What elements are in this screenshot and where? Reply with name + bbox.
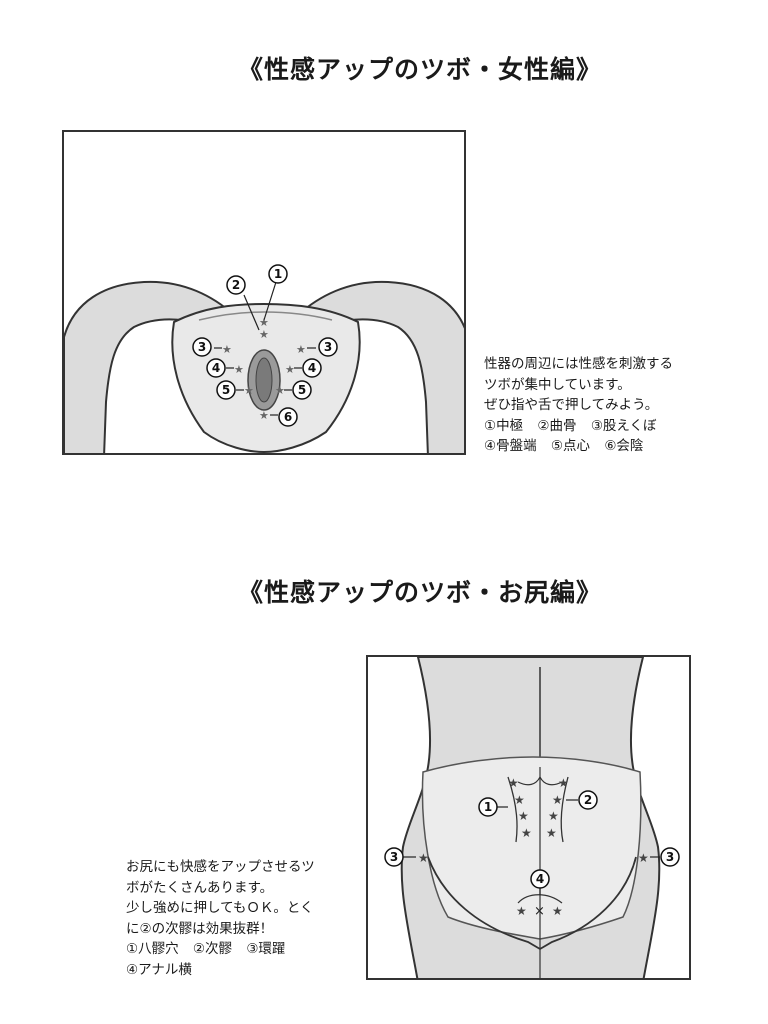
svg-text:6: 6 <box>284 410 292 424</box>
star-marker: ★ <box>285 363 295 376</box>
point-item: ⑤点心 <box>550 438 591 454</box>
caption-line: ツボが集中しています。 <box>484 376 631 393</box>
female-illustration: ★ ★ ★ ★ ★ ★ ★ ★ ★ 1 2 <box>62 130 466 455</box>
points-row-1: ①八髎穴 ②次髎 ③環躍 <box>126 939 315 960</box>
label-5-left-marker: 5 <box>216 380 236 400</box>
star-marker: ★ <box>546 826 557 840</box>
star-marker: ★ <box>508 776 519 790</box>
star-marker: ★ <box>259 328 269 341</box>
label-3-right-marker: 3 <box>660 847 680 867</box>
point-item: ⑥会陰 <box>604 438 644 454</box>
star-marker: ★ <box>418 851 429 865</box>
label-5-right-marker: 5 <box>292 380 312 400</box>
star-marker: ★ <box>244 384 254 397</box>
svg-text:2: 2 <box>584 793 592 807</box>
hip-section-title: 《性感アップのツボ・お尻編》 <box>238 578 603 607</box>
svg-text:1: 1 <box>274 267 282 281</box>
label-1-marker: 1 <box>268 264 288 284</box>
label-2-marker: 2 <box>226 275 246 295</box>
star-marker: ★ <box>234 363 244 376</box>
label-1-marker: 1 <box>478 797 498 817</box>
label-2-marker: 2 <box>578 790 598 810</box>
caption-line: ボがたくさんあります。 <box>126 879 274 896</box>
caption-line: お尻にも快感をアップさせるツ <box>126 859 315 875</box>
points-row-1: ①中極 ②曲骨 ③股えくぼ <box>484 416 673 437</box>
svg-text:3: 3 <box>666 850 674 864</box>
point-item: ②曲骨 <box>537 417 577 434</box>
point-item: ④骨盤端 <box>484 438 537 454</box>
point-item: ④アナル横 <box>126 961 192 978</box>
star-marker: ★ <box>259 409 269 422</box>
star-marker: ★ <box>275 384 285 397</box>
svg-text:5: 5 <box>222 383 230 397</box>
caption-line: ぜひ指や舌で押してみよう。 <box>484 397 659 413</box>
female-caption: 性器の周辺には性感を刺激する ツボが集中しています。 ぜひ指や舌で押してみよう。… <box>484 354 673 457</box>
svg-text:3: 3 <box>198 340 206 354</box>
cross-mark: × <box>534 904 545 919</box>
caption-line: に②の次髎は効果抜群！ <box>126 920 274 937</box>
point-item: ②次髎 <box>192 941 233 957</box>
label-4-marker: 4 <box>530 869 550 889</box>
star-marker: ★ <box>552 793 563 807</box>
female-acupoint-diagram: ★ ★ ★ ★ ★ ★ ★ ★ ★ 1 2 <box>64 264 464 453</box>
label-3-right-marker: 3 <box>318 337 338 357</box>
points-row-2: ④骨盤端 ⑤点心 ⑥会陰 <box>484 436 673 457</box>
label-4-right-marker: 4 <box>302 358 322 378</box>
svg-text:3: 3 <box>390 850 398 864</box>
star-marker: ★ <box>518 809 529 823</box>
label-3-left-marker: 3 <box>384 847 404 867</box>
point-item: ①八髎穴 <box>126 941 179 957</box>
star-marker: ★ <box>296 343 306 356</box>
star-marker: ★ <box>222 343 232 356</box>
label-3-left-marker: 3 <box>192 337 212 357</box>
point-item: ③環躍 <box>246 941 286 957</box>
caption-line: 少し強めに押してもＯＫ。とく <box>126 900 314 916</box>
star-marker: ★ <box>552 904 563 918</box>
star-marker: ★ <box>259 316 269 329</box>
points-row-2: ④アナル横 <box>126 960 315 981</box>
label-6-marker: 6 <box>278 407 298 427</box>
svg-text:1: 1 <box>484 800 492 814</box>
svg-text:2: 2 <box>232 278 240 292</box>
svg-text:5: 5 <box>298 383 306 397</box>
svg-text:4: 4 <box>212 361 220 375</box>
hip-illustration: ★ ★ ★ ★ ★ ★ ★ ★ ★ ★ ★ ★ × 1 <box>366 655 691 980</box>
star-marker: ★ <box>516 904 527 918</box>
female-section-title: 《性感アップのツボ・女性編》 <box>238 55 603 84</box>
star-marker: ★ <box>638 851 649 865</box>
label-4-left-marker: 4 <box>206 358 226 378</box>
point-item: ③股えくぼ <box>590 417 657 434</box>
star-marker: ★ <box>514 793 525 807</box>
star-marker: ★ <box>548 809 559 823</box>
star-marker: ★ <box>521 826 532 840</box>
svg-text:4: 4 <box>536 872 544 886</box>
svg-text:4: 4 <box>308 361 316 375</box>
hip-acupoint-diagram: ★ ★ ★ ★ ★ ★ ★ ★ ★ ★ ★ ★ × 1 <box>384 657 680 978</box>
svg-text:3: 3 <box>324 340 332 354</box>
hip-caption: お尻にも快感をアップさせるツ ボがたくさんあります。 少し強めに押してもＯＫ。と… <box>126 857 315 980</box>
star-marker: ★ <box>558 776 569 790</box>
caption-line: 性器の周辺には性感を刺激する <box>484 356 673 372</box>
point-item: ①中極 <box>484 417 524 434</box>
